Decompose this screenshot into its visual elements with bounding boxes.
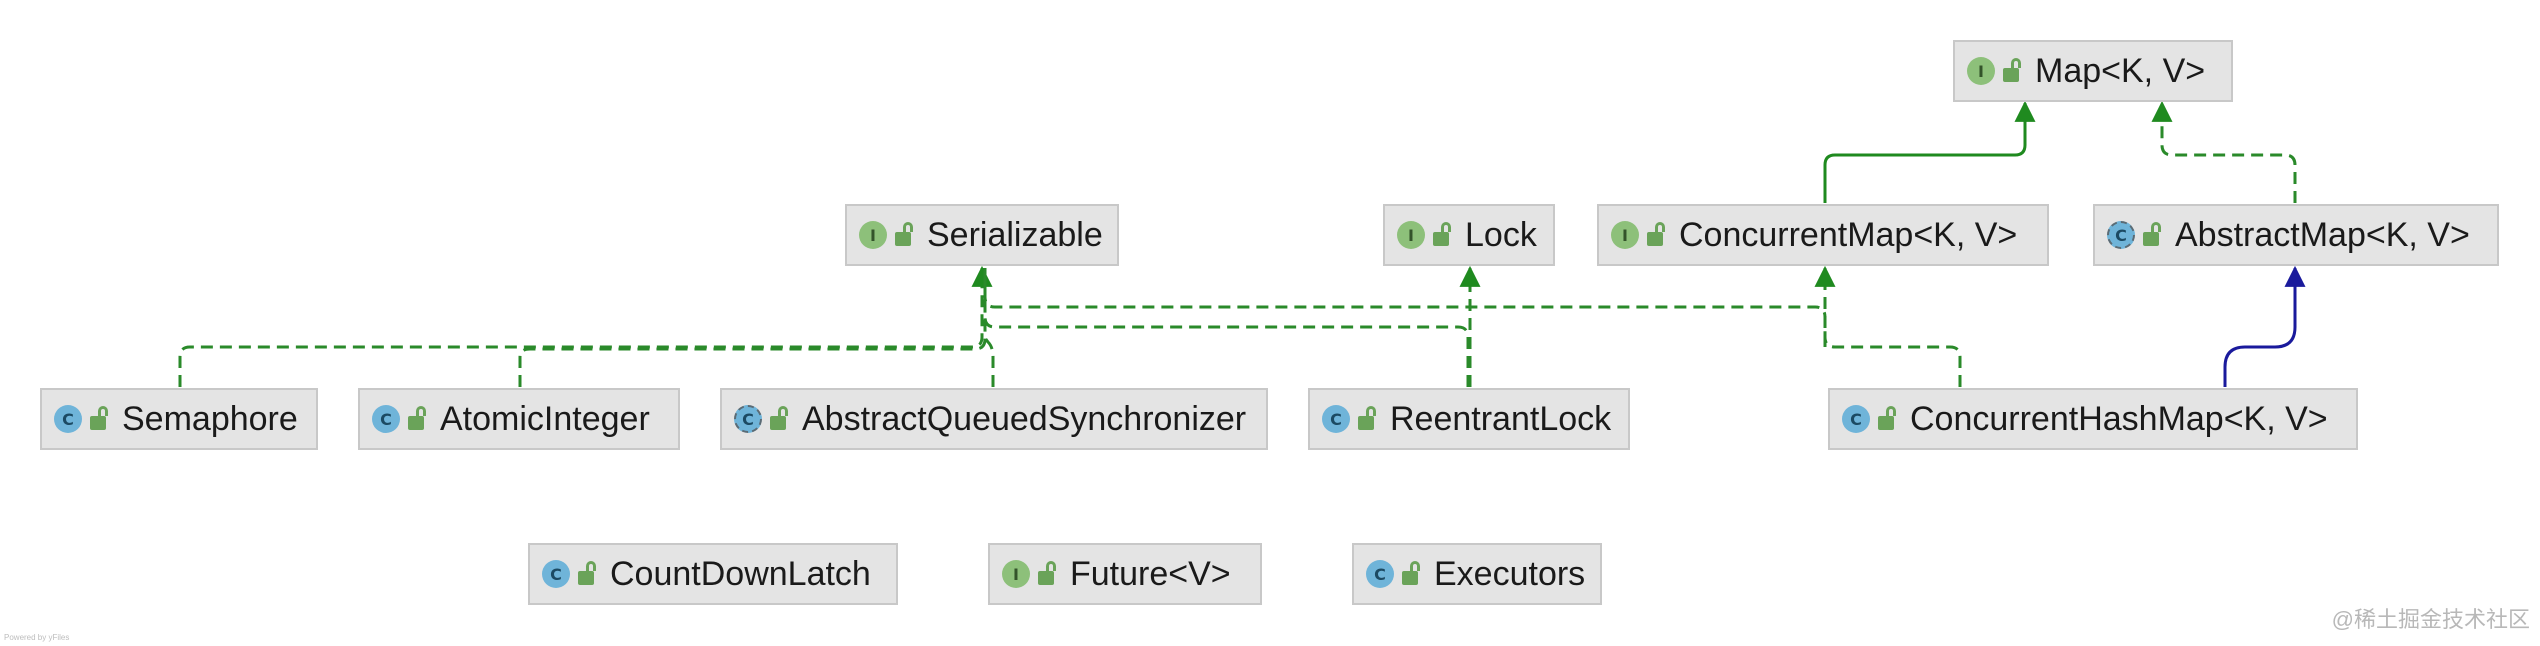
unlock-icon <box>1038 561 1056 587</box>
abstract-class-icon: C <box>2107 221 2135 249</box>
edge-concurrenthashmap-to-abstractmap <box>2223 265 2306 387</box>
node-label: AbstractMap<K, V> <box>2175 216 2470 254</box>
interface-icon: I <box>1002 560 1030 588</box>
edge-concurrentmap-to-map <box>1823 100 2036 203</box>
unlock-icon <box>1647 222 1665 248</box>
node-label: AtomicInteger <box>440 400 650 438</box>
edge-atomicinteger-to-serializable <box>518 268 987 387</box>
node-concurrenthashmap[interactable]: C ConcurrentHashMap<K, V> <box>1828 388 2358 450</box>
node-label: Executors <box>1434 555 1586 593</box>
footer-caption: Powered by yFiles <box>4 633 70 642</box>
class-icon: C <box>1842 405 1870 433</box>
node-concurrentmap[interactable]: I ConcurrentMap<K, V> <box>1597 204 2049 266</box>
node-label: Lock <box>1465 216 1537 254</box>
node-map[interactable]: I Map<K, V> <box>1953 40 2233 102</box>
unlock-icon <box>1358 406 1376 432</box>
node-label: Future<V> <box>1070 555 1231 593</box>
interface-icon: I <box>1967 57 1995 85</box>
node-label: AbstractQueuedSynchronizer <box>802 400 1247 438</box>
node-semaphore[interactable]: C Semaphore <box>40 388 318 450</box>
abstract-class-icon: C <box>734 405 762 433</box>
unlock-icon <box>1402 561 1420 587</box>
node-label: Map<K, V> <box>2035 52 2206 90</box>
interface-icon: I <box>859 221 887 249</box>
node-lock[interactable]: I Lock <box>1383 204 1555 266</box>
node-countdownlatch[interactable]: C CountDownLatch <box>528 543 898 605</box>
node-label: CountDownLatch <box>610 555 871 593</box>
interface-icon: I <box>1611 221 1639 249</box>
unlock-icon <box>1433 222 1451 248</box>
unlock-icon <box>408 406 426 432</box>
class-icon: C <box>372 405 400 433</box>
node-label: ConcurrentHashMap<K, V> <box>1910 400 2328 438</box>
edge-abstractmap-to-map <box>2151 100 2297 203</box>
node-reentrantlock[interactable]: C ReentrantLock <box>1308 388 1630 450</box>
node-atomicinteger[interactable]: C AtomicInteger <box>358 388 680 450</box>
unlock-icon <box>2143 222 2161 248</box>
unlock-icon <box>895 222 913 248</box>
watermark: @稀土掘金技术社区 <box>2331 607 2530 632</box>
edge-semaphore-to-serializable <box>178 265 993 387</box>
unlock-icon <box>770 406 788 432</box>
unlock-icon <box>578 561 596 587</box>
node-serializable[interactable]: I Serializable <box>845 204 1119 266</box>
node-abstractmap[interactable]: C AbstractMap<K, V> <box>2093 204 2499 266</box>
class-icon: C <box>1366 560 1394 588</box>
node-label: ReentrantLock <box>1390 400 1612 438</box>
node-label: ConcurrentMap<K, V> <box>1679 216 2018 254</box>
node-aqs[interactable]: C AbstractQueuedSynchronizer <box>720 388 1268 450</box>
class-icon: C <box>542 560 570 588</box>
edge-aqs-to-serializable <box>983 337 995 387</box>
edge-concurrenthashmap-to-serializable <box>983 268 1962 387</box>
unlock-icon <box>1878 406 1896 432</box>
node-executors[interactable]: C Executors <box>1352 543 1602 605</box>
node-future[interactable]: I Future<V> <box>988 543 1262 605</box>
class-icon: C <box>1322 405 1350 433</box>
unlock-icon <box>90 406 108 432</box>
class-icon: C <box>54 405 82 433</box>
unlock-icon <box>2003 58 2021 84</box>
interface-icon: I <box>1397 221 1425 249</box>
node-label: Serializable <box>927 216 1103 254</box>
edge-reentrantlock-to-serializable <box>983 268 1470 387</box>
node-label: Semaphore <box>122 400 298 438</box>
